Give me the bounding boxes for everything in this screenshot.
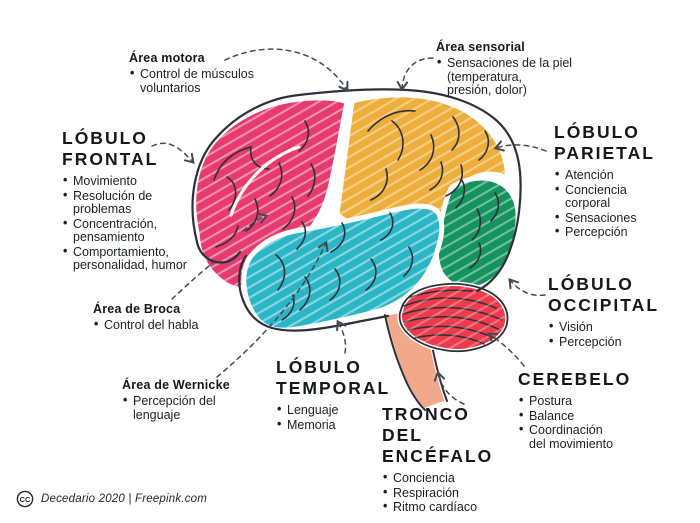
list-item: Sensaciones bbox=[554, 211, 694, 226]
lobulo-frontal-title: LÓBULO FRONTAL bbox=[62, 128, 159, 169]
area-wernicke-list: Percepción del lenguaje bbox=[122, 394, 262, 422]
label-lobulo-temporal: LÓBULO TEMPORAL Lenguaje Memoria bbox=[276, 357, 396, 433]
area-broca-title: Área de Broca bbox=[93, 302, 181, 316]
list-item: Resolución de problemas bbox=[62, 189, 202, 217]
frontal-lobe-region bbox=[191, 95, 350, 292]
area-motora-title: Área motora bbox=[129, 51, 205, 65]
label-lobulo-parietal: LÓBULO PARIETAL Atención Conciencia corp… bbox=[554, 122, 694, 241]
list-item: Control del habla bbox=[93, 318, 233, 333]
label-cerebelo: CEREBELO Postura Balance Coordinación de… bbox=[518, 369, 663, 452]
area-sensorial-title: Área sensorial bbox=[436, 40, 525, 54]
tronco-list: Conciencia Respiración Ritmo cardíaco bbox=[382, 471, 517, 515]
list-item: Comportamiento, personalidad, humor bbox=[62, 245, 202, 273]
list-item: Percepción bbox=[548, 335, 693, 350]
annotation-arrows bbox=[151, 48, 547, 405]
list-item: Balance bbox=[518, 409, 663, 424]
lobulo-temporal-title: LÓBULO TEMPORAL bbox=[276, 357, 391, 398]
list-item: Concentración, pensamiento bbox=[62, 217, 202, 245]
area-sensorial-list: Sensaciones de la piel (temperatura, pre… bbox=[436, 56, 601, 98]
arrow-tronco bbox=[433, 370, 465, 405]
cerebelo-list: Postura Balance Coordinación del movimie… bbox=[518, 394, 663, 451]
label-area-sensorial: Área sensorial Sensaciones de la piel (t… bbox=[436, 40, 601, 99]
list-item: Atención bbox=[554, 168, 694, 183]
area-wernicke-title: Área de Wernicke bbox=[122, 378, 230, 392]
list-item: Postura bbox=[518, 394, 663, 409]
arrow-area-motora bbox=[224, 48, 349, 93]
hatch-overlay bbox=[193, 97, 347, 289]
footer: CC Decedario 2020 | Freepink.com bbox=[16, 490, 207, 508]
arrow-broca-target bbox=[242, 212, 269, 232]
hatch-overlay bbox=[399, 283, 508, 352]
arrow-area-sensorial bbox=[396, 57, 434, 92]
list-item: Conciencia bbox=[382, 471, 517, 486]
footer-credit: Decedario 2020 | Freepink.com bbox=[41, 493, 208, 505]
label-area-wernicke: Área de Wernicke Percepción del lenguaje bbox=[122, 378, 262, 423]
arrow-cerebelo bbox=[486, 332, 525, 367]
list-item: Respiración bbox=[382, 486, 517, 501]
tronco-title: TRONCO DEL ENCÉFALO bbox=[382, 404, 494, 466]
list-item: Percepción del lenguaje bbox=[122, 394, 262, 422]
arrow-lobulo-occipital bbox=[508, 278, 546, 297]
lobulo-temporal-list: Lenguaje Memoria bbox=[276, 403, 396, 433]
arrow-lobulo-frontal bbox=[151, 142, 195, 164]
arrow-area-broca bbox=[171, 261, 215, 300]
list-item: Percepción bbox=[554, 225, 694, 240]
list-item: Conciencia corporal bbox=[554, 183, 694, 211]
parietal-lobe-region bbox=[334, 92, 510, 240]
arrow-lobulo-temporal bbox=[336, 319, 347, 354]
creative-commons-icon: CC bbox=[16, 490, 34, 508]
white-swoosh bbox=[229, 145, 301, 217]
list-item: Memoria bbox=[276, 418, 396, 433]
arrow-area-wernicke bbox=[216, 240, 329, 378]
label-area-broca: Área de Broca Control del habla bbox=[93, 302, 233, 334]
list-item: Visión bbox=[548, 320, 693, 335]
list-item: Control de músculos voluntarios bbox=[129, 67, 294, 95]
cerebelo-title: CEREBELO bbox=[518, 369, 632, 389]
lobulo-occipital-list: Visión Percepción bbox=[548, 320, 693, 350]
area-broca-list: Control del habla bbox=[93, 318, 233, 333]
label-tronco: TRONCO DEL ENCÉFALO Conciencia Respiraci… bbox=[382, 404, 517, 516]
lobulo-parietal-title: LÓBULO PARIETAL bbox=[554, 122, 655, 163]
list-item: Ritmo cardíaco bbox=[382, 500, 517, 515]
arrow-lobulo-parietal bbox=[493, 140, 547, 152]
label-area-motora: Área motora Control de músculos voluntar… bbox=[129, 51, 294, 96]
label-lobulo-frontal: LÓBULO FRONTAL Movimiento Resolución de … bbox=[62, 128, 202, 274]
svg-text:CC: CC bbox=[20, 495, 31, 504]
list-item: Lenguaje bbox=[276, 403, 396, 418]
hatch-overlay bbox=[337, 94, 508, 237]
list-item: Coordinación del movimiento bbox=[518, 423, 663, 451]
list-item: Movimiento bbox=[62, 174, 202, 189]
lobulo-frontal-list: Movimiento Resolución de problemas Conce… bbox=[62, 174, 202, 273]
label-lobulo-occipital: LÓBULO OCCIPITAL Visión Percepción bbox=[548, 274, 693, 350]
lobulo-occipital-title: LÓBULO OCCIPITAL bbox=[548, 274, 660, 315]
cerebellum-region bbox=[397, 281, 510, 354]
area-motora-list: Control de músculos voluntarios bbox=[129, 67, 294, 95]
lobulo-parietal-list: Atención Conciencia corporal Sensaciones… bbox=[554, 168, 694, 240]
list-item: Sensaciones de la piel (temperatura, pre… bbox=[436, 56, 601, 98]
gyri-lines bbox=[213, 109, 500, 321]
